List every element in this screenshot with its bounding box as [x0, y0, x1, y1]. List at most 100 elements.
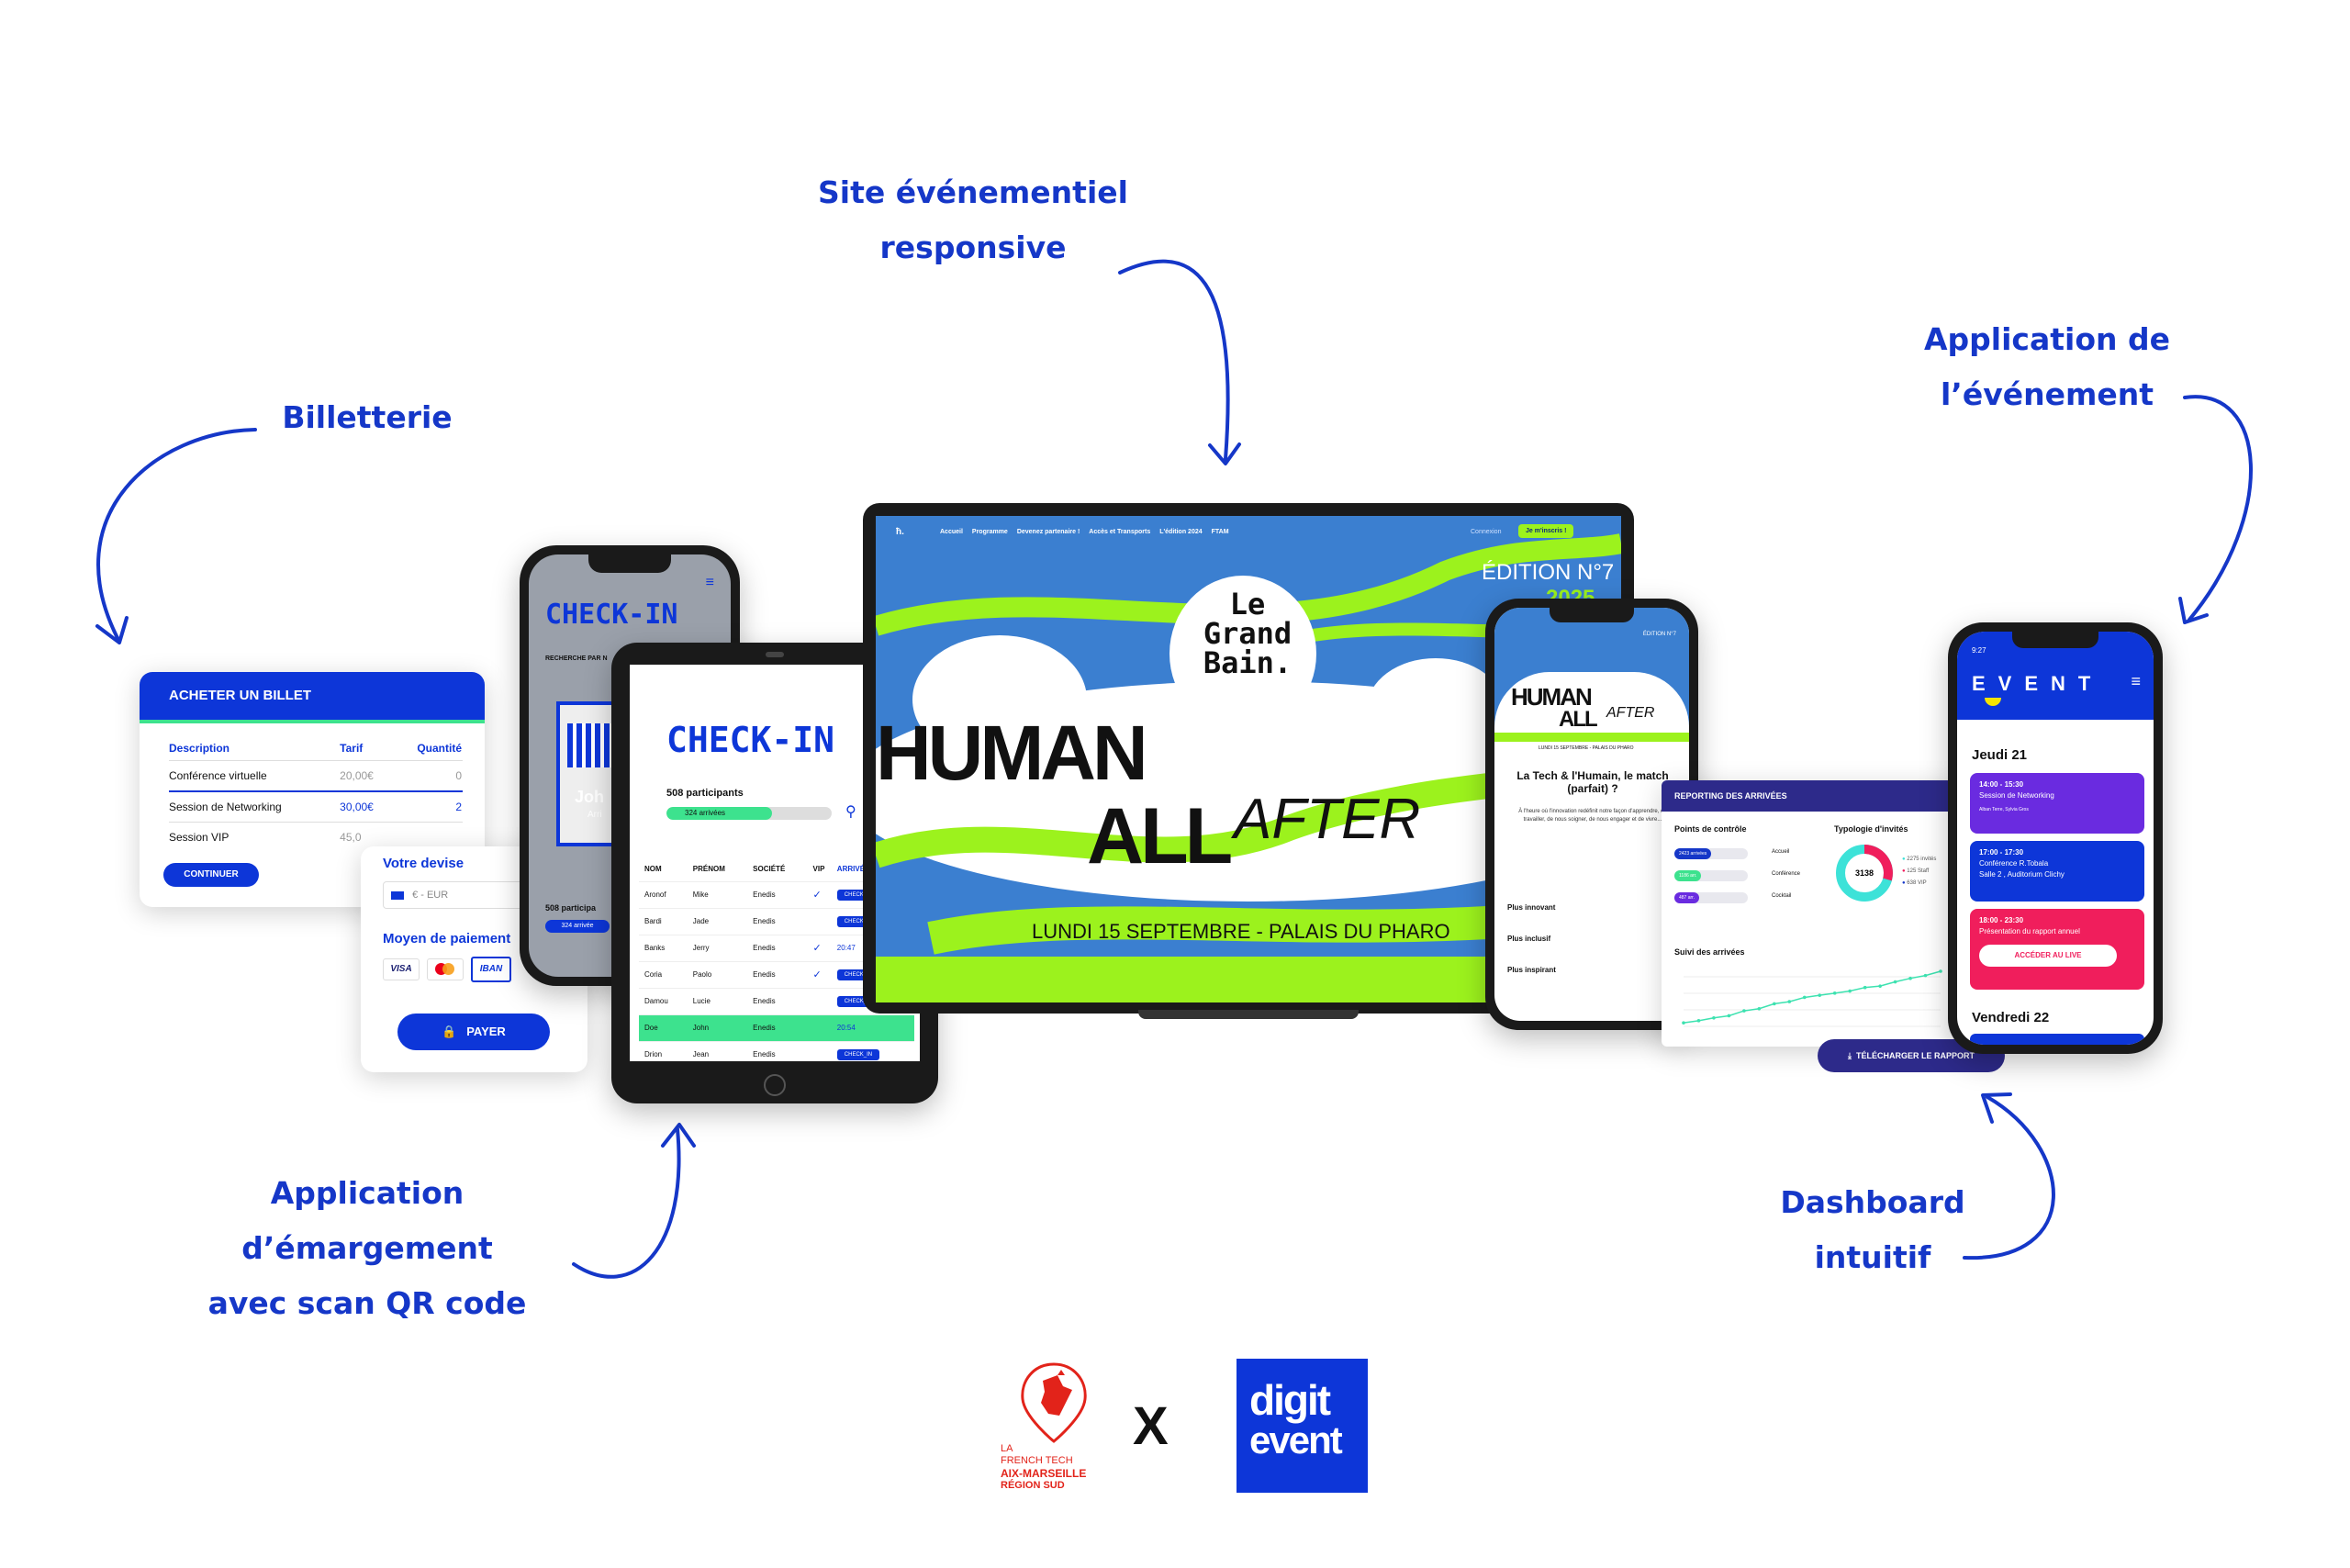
arrow-app-head — [2178, 597, 2209, 624]
event-menu-icon[interactable]: ≡ — [2131, 672, 2141, 690]
phone-notch — [588, 554, 671, 573]
site-logo-icon[interactable]: ћ. — [896, 527, 904, 537]
arrival-time[interactable]: 20:54 — [836, 1024, 856, 1032]
ticket-row[interactable]: Conférence virtuelle 20,00€ 0 — [169, 760, 463, 792]
site-nav-item[interactable]: Programme — [971, 529, 1008, 535]
data-point — [1682, 1021, 1685, 1025]
add-user-icon[interactable]: ⚲ — [845, 804, 856, 820]
pay-label: PAYER — [466, 1025, 506, 1038]
cell-prenom: Jean — [692, 1050, 710, 1059]
arrow-app — [2183, 395, 2253, 622]
site-phone-item[interactable]: Plus inspirant — [1507, 966, 1556, 974]
french-tech-logo: LA FRENCH TECH AIX-MARSEILLE RÉGION SUD — [1001, 1361, 1111, 1498]
pay-button[interactable]: 🔒 PAYER — [397, 1014, 550, 1050]
site-nav-item[interactable]: FTAM — [1211, 529, 1229, 535]
site-nav-item[interactable]: Accès et Transports — [1089, 529, 1151, 535]
login-link[interactable]: Connexion — [1471, 529, 1502, 535]
cell-arrivee[interactable]: 20:47 — [836, 935, 914, 961]
cell-societe: Enedis — [753, 917, 776, 925]
cell-vip — [812, 1041, 836, 1061]
lock-icon: 🔒 — [442, 1025, 457, 1038]
cell-societe: Enedis — [753, 1050, 776, 1059]
ticket-row-qty[interactable]: 2 — [455, 801, 462, 813]
cell-prenom: John — [692, 1024, 710, 1032]
signup-button[interactable]: Je m'inscris ! — [1518, 524, 1574, 538]
site-nav-items: Accueil Programme Devenez partenaire ! Accè… — [940, 529, 1238, 535]
site-phone-item[interactable]: Plus inclusif — [1507, 935, 1551, 943]
site-nav-item[interactable]: Devenez partenaire ! — [1016, 529, 1080, 535]
suivi-title: Suivi des arrivées — [1674, 947, 1745, 957]
home-button[interactable] — [764, 1074, 786, 1096]
cell-nom: Drion — [644, 1050, 663, 1059]
session-title: Présentation du rapport annuel — [1979, 927, 2080, 935]
badge-line: Le — [1229, 587, 1266, 622]
data-point — [1923, 973, 1928, 978]
site-nav-item[interactable]: L'édition 2024 — [1159, 529, 1203, 535]
eu-flag-icon — [391, 890, 404, 900]
live-button[interactable]: ACCÉDER AU LIVE — [1979, 945, 2117, 967]
ticket-row-qty[interactable]: 0 — [455, 769, 462, 782]
legend-label: 2275 invités — [1907, 857, 1937, 862]
series-line — [1683, 970, 1942, 1024]
currency-value: € - EUR — [412, 890, 449, 901]
cell-arrivee[interactable]: 20:54 — [836, 1014, 914, 1041]
col-prenom: PRÉNOM — [692, 865, 725, 874]
table-row[interactable]: Drion Jean Enedis CHECK_IN — [639, 1041, 914, 1061]
site-phone-after: AFTER — [1606, 705, 1655, 721]
visa-option[interactable]: VISA — [383, 958, 420, 980]
vip-check-icon: ✓ — [812, 943, 822, 954]
ticket-row[interactable]: Session de Networking 30,00€ 2 — [169, 791, 463, 823]
download-icon: ⤓ — [1847, 1051, 1852, 1060]
site-nav-item[interactable]: Accueil — [940, 529, 963, 535]
ft-line: AIX-MARSEILLE — [1001, 1467, 1087, 1480]
cell-arrivee[interactable]: CHECK_IN — [836, 1041, 914, 1061]
checkpoint-row: 1186 arr.Conférence — [1674, 867, 1821, 889]
tablet-checkin-title: CHECK-IN — [666, 720, 835, 760]
arrival-time[interactable]: 20:47 — [836, 944, 856, 952]
checkin-button[interactable]: CHECK_IN — [836, 1048, 880, 1060]
cell-nom: Banks — [644, 944, 666, 952]
site-phone-date: LUNDI 15 SEPTEMBRE - PALAIS DU PHARO — [1539, 745, 1634, 751]
iban-option[interactable]: IBAN — [471, 957, 511, 982]
data-point — [1787, 1000, 1792, 1003]
col-vip: VIP — [812, 865, 825, 874]
cell-nom: Bardi — [644, 917, 662, 925]
status-time: 9:27 — [1972, 646, 1986, 655]
menu-icon[interactable]: ≡ — [705, 575, 714, 590]
scanned-name: Joh — [575, 788, 605, 806]
session-location: Salle 2 , Auditorium Clichy — [1979, 870, 2065, 879]
donut-total: 3138 — [1855, 868, 1874, 878]
checkpoint-label: Accueil — [1772, 849, 1790, 855]
ft-line: LA — [1001, 1443, 1013, 1454]
site-phone-item[interactable]: Plus innovant — [1507, 903, 1556, 912]
checkpoint-badge: 487 arr. — [1674, 892, 1699, 903]
legend-item: ● 2275 invités — [1902, 857, 1937, 862]
points-title: Points de contrôle — [1674, 824, 1747, 834]
ticket-row-price: 20,00€ — [340, 769, 374, 782]
arrow-site — [1118, 259, 1230, 461]
event-word: event — [1249, 1418, 1343, 1462]
session-title: Session de Networking — [1979, 791, 2054, 800]
data-point — [1832, 991, 1837, 995]
currency-select[interactable]: € - EUR — [383, 881, 588, 909]
data-point — [1908, 976, 1912, 980]
site-phone-all: ALL — [1559, 707, 1598, 732]
qr-code-icon — [567, 723, 611, 767]
ticket-header: ACHETER UN BILLET — [140, 672, 485, 723]
caption-app-line2: l’événement — [1940, 376, 2154, 412]
ticket-row[interactable]: Session VIP 45,0 — [169, 822, 463, 853]
cell-prenom: Mike — [692, 890, 709, 899]
arrivals-progress: 324 arrivées — [666, 807, 832, 820]
event-app-header: 9:27 EVENT ≡ — [1957, 632, 2154, 720]
mastercard-option[interactable] — [427, 958, 464, 980]
continue-button[interactable]: CONTINUER — [163, 863, 259, 887]
arrivals-progress-fill: 324 arrivées — [666, 807, 773, 820]
caption-app-line1: Application de — [1924, 321, 2170, 357]
